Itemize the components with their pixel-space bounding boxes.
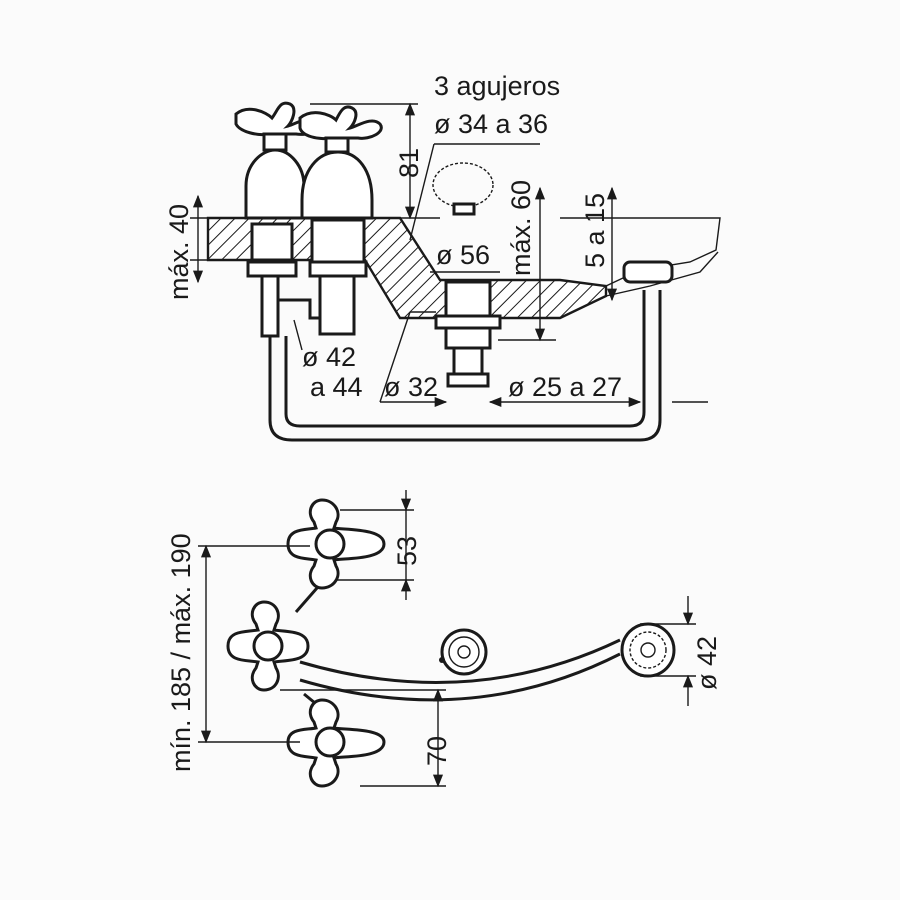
dia-42-44-line2: a 44 [310,372,363,402]
max-60-label: máx. 60 [506,180,536,276]
aerator-icon [432,162,494,216]
range-5-15-label: 5 a 15 [580,193,610,268]
drain-assembly [434,280,502,388]
plan-view: mín. 185 / máx. 190 53 70 ø 42 [166,490,722,788]
holes-count-label: 3 agujeros [434,71,560,101]
dia-25-27-label: ø 25 a 27 [508,372,622,402]
dim-70-label: 70 [422,736,452,766]
plan-fitting-icon [620,622,676,678]
plan-handle-bottom [286,698,386,788]
dia-32-label: ø 32 [384,372,438,402]
plan-pipe [294,579,621,714]
height-81-label: 81 [394,148,424,178]
plan-drain-icon [439,628,488,676]
right-tap [298,105,383,336]
dia-56-label: ø 56 [436,240,490,270]
spacing-range-label: mín. 185 / máx. 190 [166,533,196,772]
dia-42-44-line1: ø 42 [302,342,356,372]
plan-handle-middle [226,600,310,692]
left-tap [234,101,330,338]
plan-dimensions [198,490,696,788]
dia-42-label: ø 42 [692,636,722,690]
dim-53-label: 53 [392,536,422,566]
max-40-label: máx. 40 [164,204,194,300]
section-view: 3 agujeros ø 34 a 36 81 máx. 60 5 a 15 m… [164,71,721,442]
holes-diameter-label: ø 34 a 36 [434,109,548,139]
supply-pipe [268,260,674,442]
plan-handle-top [286,498,386,590]
section-dimensions [190,102,708,408]
